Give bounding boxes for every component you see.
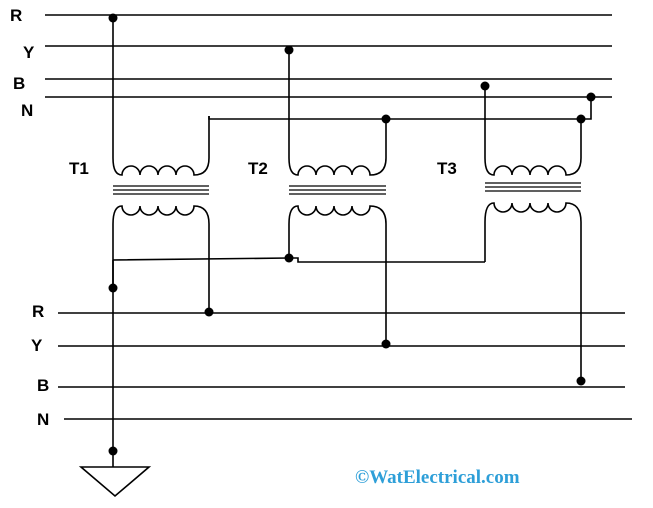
secondary-y-label: Y <box>31 336 43 355</box>
secondary-r-label: R <box>32 302 44 321</box>
junction-dot <box>204 307 214 317</box>
transformer-t1 <box>112 18 210 312</box>
t1-secondary-winding <box>112 205 210 312</box>
transformer-t1-label: T1 <box>69 159 89 178</box>
transformer-t3 <box>484 86 582 381</box>
primary-bus: R Y B N <box>10 6 612 120</box>
junction-dot <box>108 283 118 293</box>
secondary-neutral-wire <box>112 224 485 288</box>
primary-n-label: N <box>21 101 33 120</box>
secondary-n-label: N <box>37 410 49 429</box>
t1-primary-winding <box>112 18 210 176</box>
t2-primary-winding <box>288 50 387 176</box>
junction-dot <box>381 114 391 124</box>
primary-b-label: B <box>13 74 25 93</box>
junction-dot <box>108 13 118 23</box>
t3-primary-winding <box>484 86 582 176</box>
primary-neutral-wire <box>208 97 592 120</box>
primary-r-label: R <box>10 6 22 25</box>
secondary-bus: R Y B N <box>31 302 632 429</box>
earth-ground-icon <box>78 466 152 498</box>
junction-dot <box>480 81 490 91</box>
secondary-b-label: B <box>37 376 49 395</box>
junction-dots <box>108 13 596 456</box>
transformer-t2-label: T2 <box>248 159 268 178</box>
junction-dot <box>586 92 596 102</box>
junction-dot <box>108 446 118 456</box>
t3-secondary-winding <box>484 202 582 381</box>
transformer-t2 <box>288 50 387 344</box>
transformer-t3-label: T3 <box>437 159 457 178</box>
junction-dot <box>576 114 586 124</box>
t2-secondary-winding <box>288 205 387 344</box>
junction-dot <box>381 339 391 349</box>
primary-y-label: Y <box>23 43 35 62</box>
junction-dot <box>284 253 294 263</box>
watermark-text: ©WatElectrical.com <box>355 467 520 488</box>
junction-dot <box>576 376 586 386</box>
junction-dot <box>284 45 294 55</box>
